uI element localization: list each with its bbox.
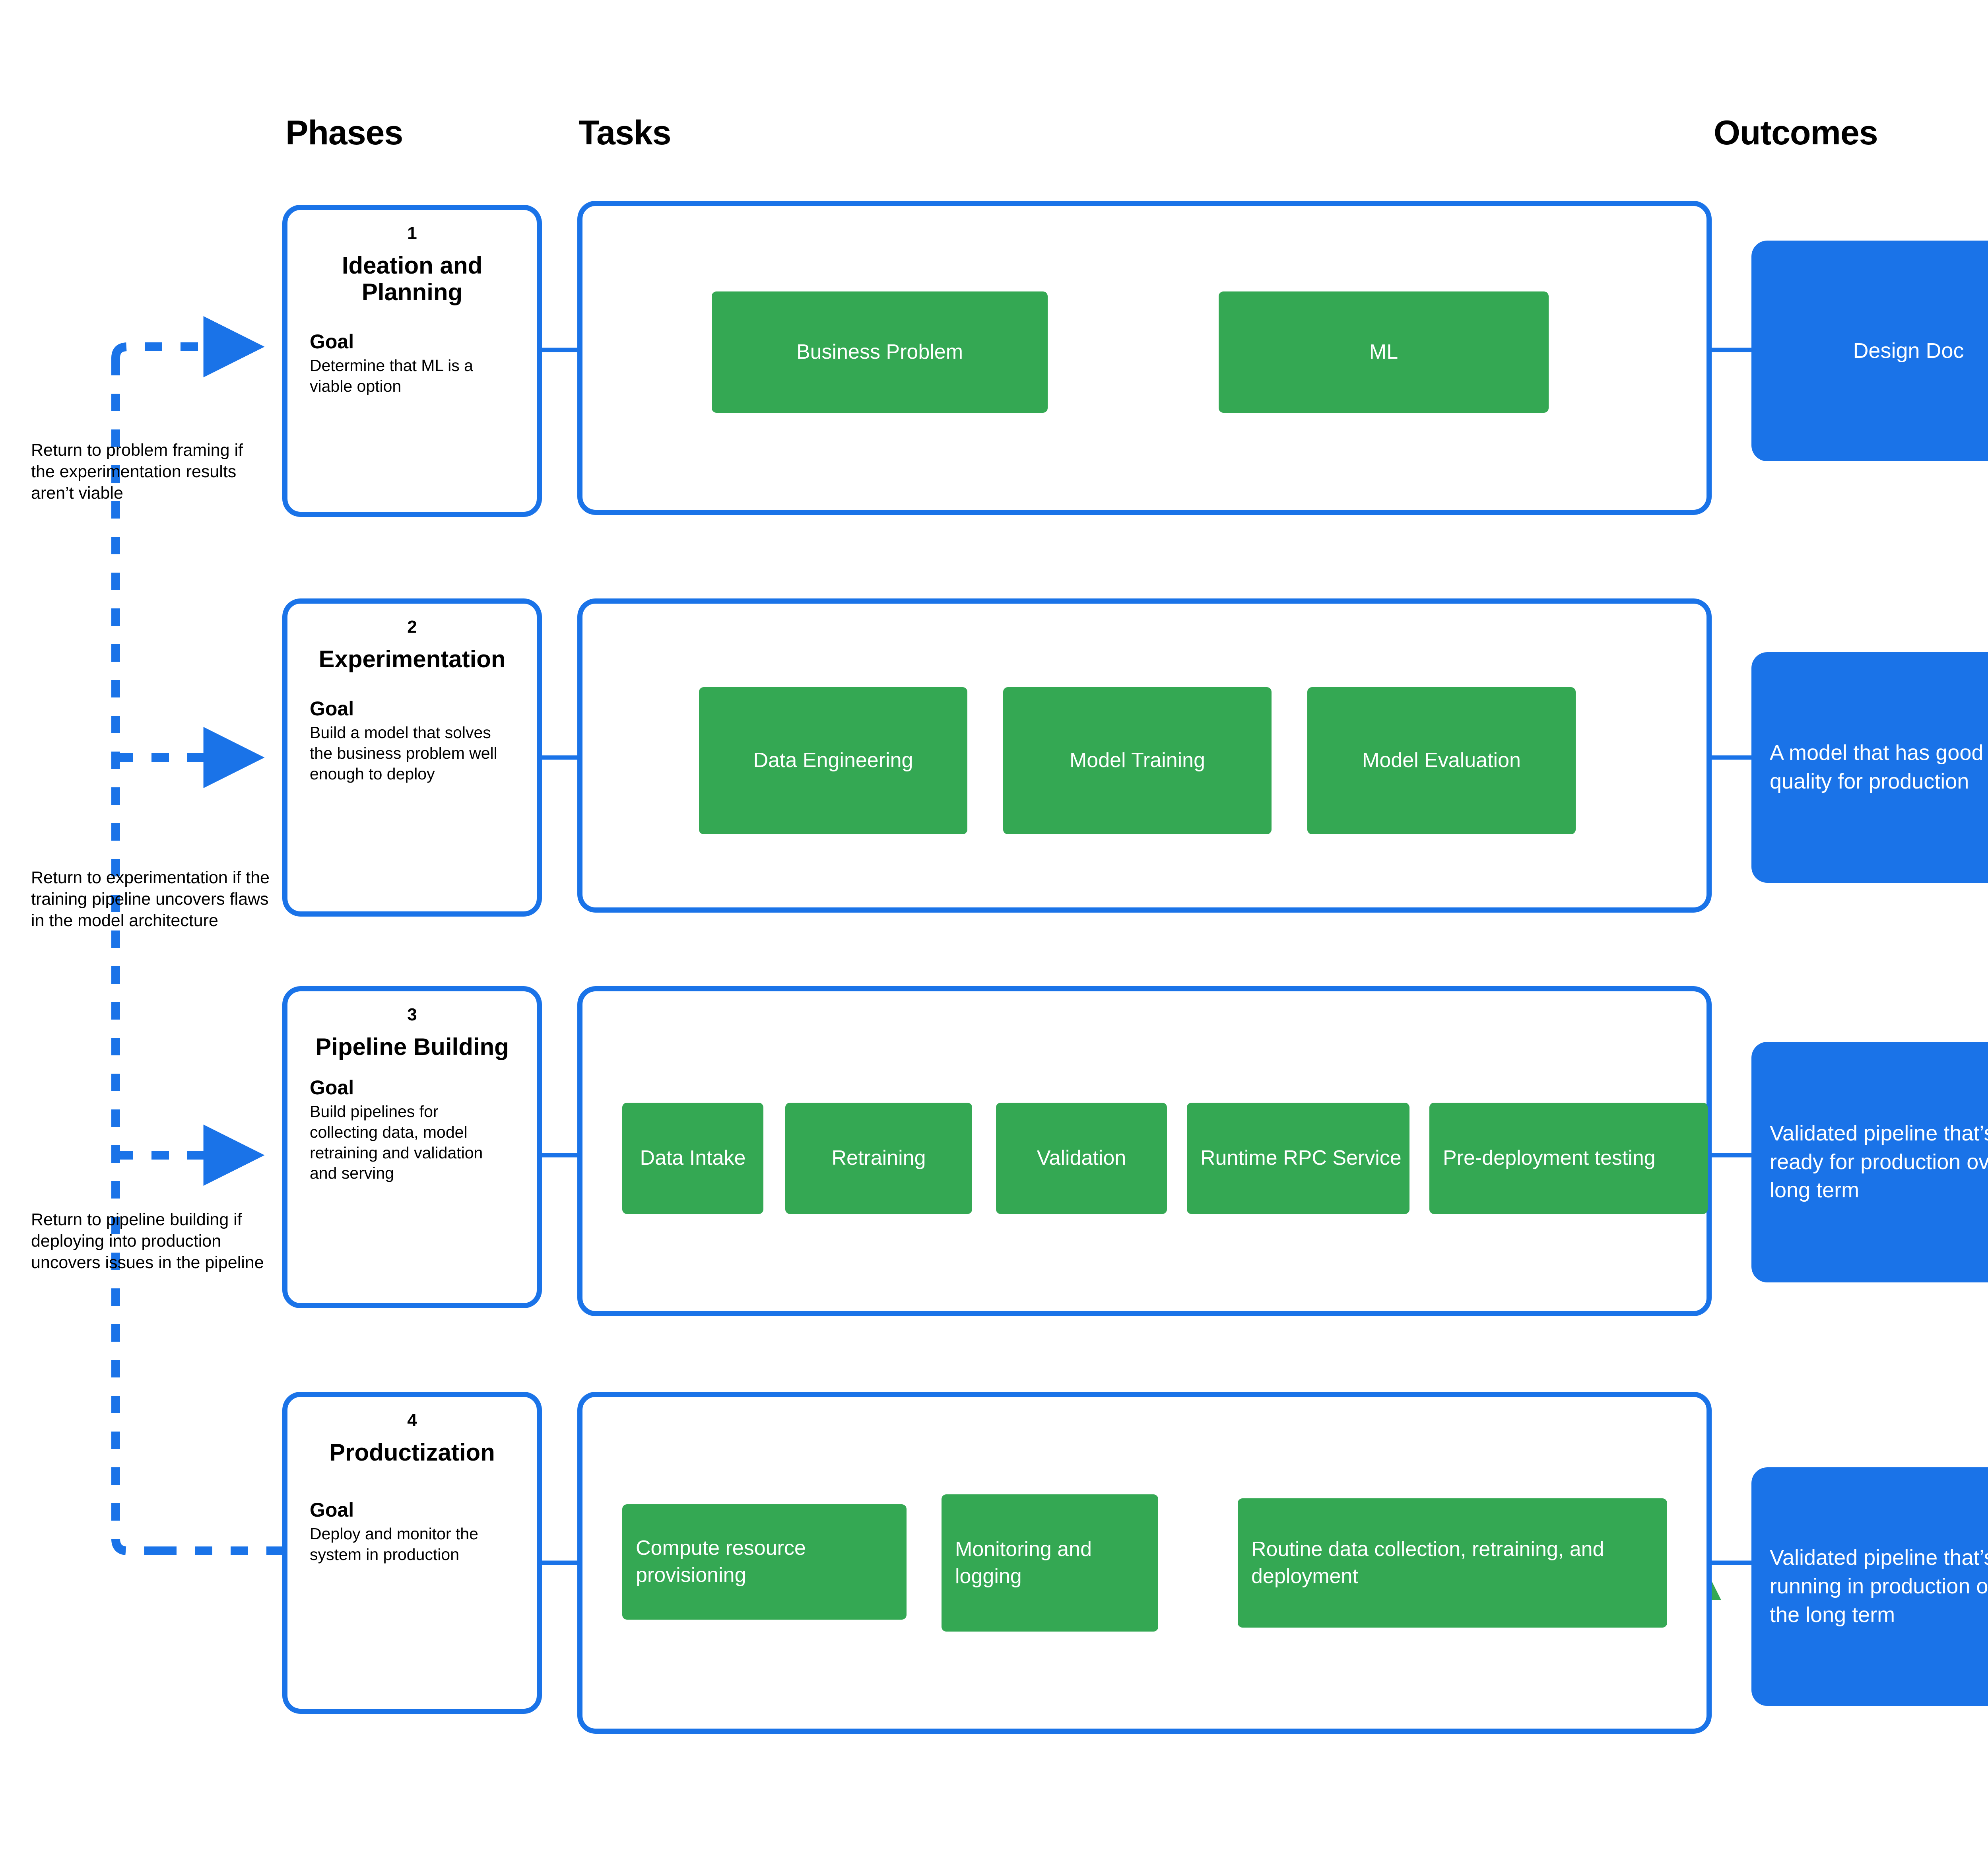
column-header-tasks: Tasks bbox=[579, 114, 671, 152]
column-header-phases: Phases bbox=[285, 114, 403, 152]
task-box-3-4[interactable]: Runtime RPC Service bbox=[1187, 1103, 1409, 1214]
task-box-3-1[interactable]: Data Intake bbox=[622, 1103, 763, 1214]
task-outcome-links bbox=[1712, 348, 1751, 1565]
tasks-panel-3: Data Intake Retraining Validation Runtim… bbox=[577, 986, 1712, 1316]
return-note-1: Return to problem framing if the experim… bbox=[31, 441, 243, 503]
goal-text-1: Determine that ML is a viable option bbox=[310, 356, 473, 396]
outcome-box-1[interactable]: Design Doc bbox=[1751, 241, 1988, 461]
phase-card-2[interactable]: 2 Experimentation Goal Build a model tha… bbox=[282, 598, 542, 917]
task-box-3-5[interactable]: Pre-deployment testing bbox=[1429, 1103, 1708, 1214]
tasks-panel-2: Data Engineering Model Training Model Ev… bbox=[577, 598, 1712, 913]
goal-label-3: Goal bbox=[310, 1076, 354, 1099]
task-box-4-1[interactable]: Compute resource provisioning bbox=[622, 1504, 907, 1620]
phase-title-3: Pipeline Building bbox=[315, 1033, 509, 1060]
phase-card-1[interactable]: 1 Ideation and Planning Goal Determine t… bbox=[282, 205, 542, 517]
task-box-2-2[interactable]: Model Training bbox=[1003, 687, 1272, 834]
phase-card-3[interactable]: 3 Pipeline Building Goal Build pipelines… bbox=[282, 986, 542, 1308]
tasks-panel-4: Compute resource provisioning Monitoring… bbox=[577, 1392, 1712, 1734]
task-box-2-1[interactable]: Data Engineering bbox=[699, 687, 967, 834]
phase-title-4: Productization bbox=[329, 1439, 495, 1466]
task-box-4-3[interactable]: Routine data collection, retraining, and… bbox=[1238, 1498, 1667, 1628]
phase-number-3: 3 bbox=[407, 1005, 417, 1024]
feedback-arrow-phase-1 bbox=[111, 316, 265, 377]
task-box-3-3[interactable]: Validation bbox=[996, 1103, 1167, 1214]
task-box-3-2[interactable]: Retraining bbox=[785, 1103, 972, 1214]
task-box-4-2[interactable]: Monitoring and logging bbox=[942, 1494, 1158, 1632]
outcome-box-2[interactable]: A model that has good quality for produc… bbox=[1751, 652, 1988, 883]
phase-task-links bbox=[542, 348, 577, 1565]
goal-text-4: Deploy and monitor the system in product… bbox=[310, 1525, 478, 1564]
goal-text-2: Build a model that solves the business p… bbox=[310, 723, 497, 783]
phase-number-4: 4 bbox=[407, 1410, 417, 1430]
goal-label-2: Goal bbox=[310, 697, 354, 720]
phase-number-1: 1 bbox=[407, 223, 417, 243]
outcome-box-4[interactable]: Validated pipeline that’s running in pro… bbox=[1751, 1467, 1988, 1706]
task-box-1-1[interactable]: Business Problem bbox=[712, 291, 1048, 413]
phase-title-2: Experimentation bbox=[318, 646, 506, 672]
column-header-outcomes: Outcomes bbox=[1714, 114, 1878, 152]
tasks-panel-1: Business Problem ML bbox=[577, 201, 1712, 515]
task-box-2-3[interactable]: Model Evaluation bbox=[1307, 687, 1576, 834]
task-box-1-2[interactable]: ML bbox=[1219, 291, 1549, 413]
return-note-2: Return to experimentation if the trainin… bbox=[31, 868, 270, 930]
goal-label-4: Goal bbox=[310, 1499, 354, 1521]
outcome-box-3[interactable]: Validated pipeline that’s ready for prod… bbox=[1751, 1042, 1988, 1282]
return-note-3: Return to pipeline building if deploying… bbox=[31, 1210, 264, 1272]
goal-text-3: Build pipelines for collecting data, mod… bbox=[310, 1102, 483, 1183]
goal-label-1: Goal bbox=[310, 330, 354, 353]
phase-number-2: 2 bbox=[407, 617, 417, 637]
phase-card-4[interactable]: 4 Productization Goal Deploy and monitor… bbox=[282, 1392, 542, 1714]
phase-title-1: Ideation and Planning bbox=[342, 252, 483, 306]
feedback-spine-left bbox=[111, 358, 159, 1555]
